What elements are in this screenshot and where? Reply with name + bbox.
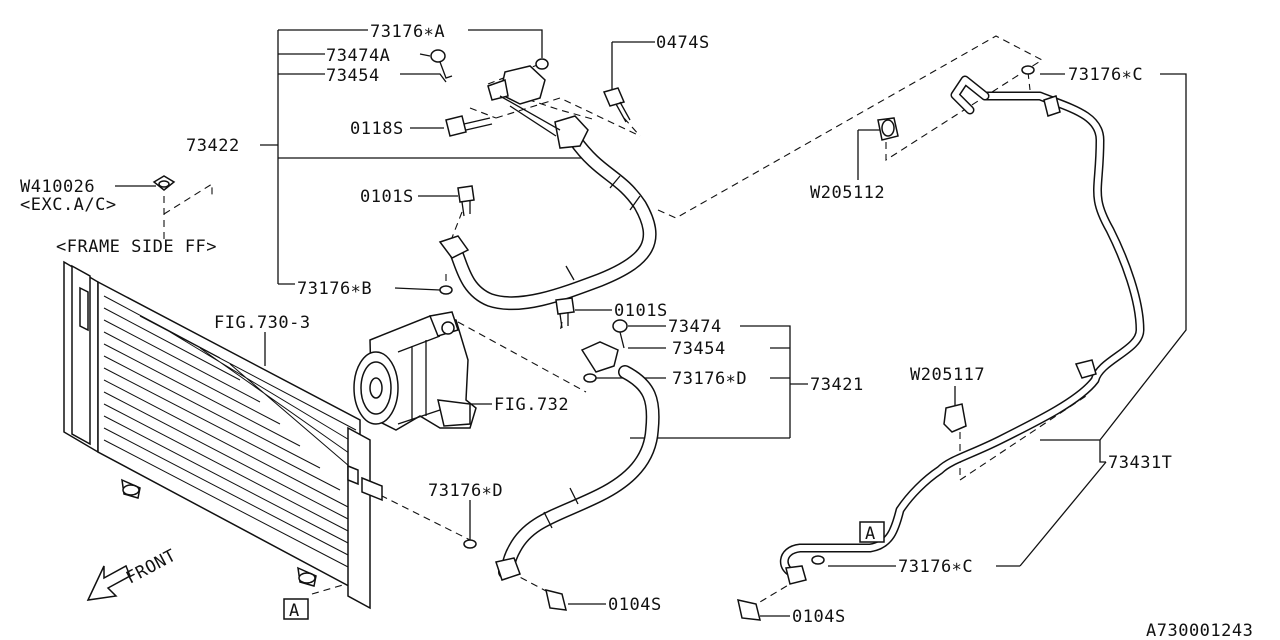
hose-73422 bbox=[448, 133, 657, 311]
label-0474s: 0474S bbox=[656, 33, 710, 53]
pipe-connector-upper bbox=[430, 49, 631, 149]
label-73422: 73422 bbox=[186, 136, 240, 156]
label-fig-730-3: FIG.730-3 bbox=[214, 313, 311, 333]
label-73176-d-lower: 73176∗D bbox=[428, 481, 503, 501]
leader-lines bbox=[115, 29, 1187, 617]
label-73454-lower: 73454 bbox=[672, 339, 726, 359]
compressor bbox=[353, 311, 477, 431]
diagram-id: A730001243 bbox=[1146, 621, 1253, 640]
label-exc-ac: <EXC.A/C> bbox=[20, 195, 117, 215]
label-73421: 73421 bbox=[810, 375, 864, 395]
clip-w410026 bbox=[152, 175, 176, 191]
ref-a-left-text: A bbox=[289, 601, 300, 621]
label-w205117: W205117 bbox=[910, 365, 985, 385]
label-73176-a: 73176∗A bbox=[370, 22, 445, 42]
label-fig-732: FIG.732 bbox=[494, 395, 569, 415]
label-73474: 73474 bbox=[668, 317, 722, 337]
front-arrow-label: FRONT bbox=[123, 546, 180, 589]
label-73176-c-upper: 73176∗C bbox=[1068, 65, 1143, 85]
label-0104s-right: 0104S bbox=[792, 607, 846, 627]
ref-box-a-left: A bbox=[283, 598, 309, 621]
pipe-73431T bbox=[779, 75, 1145, 579]
label-0101s-upper: 0101S bbox=[360, 187, 414, 207]
front-arrow: FRONT bbox=[86, 546, 180, 601]
label-73431t: 73431T bbox=[1108, 453, 1172, 473]
label-73474a: 73474A bbox=[326, 46, 390, 66]
label-w205112: W205112 bbox=[810, 183, 885, 203]
condenser bbox=[63, 260, 383, 610]
label-73454-upper: 73454 bbox=[326, 66, 380, 86]
bolt-0101s-upper bbox=[438, 185, 475, 295]
hose-73421 bbox=[498, 365, 660, 579]
label-0101s-lower: 0101S bbox=[614, 301, 668, 321]
label-frame-side-ff: <FRAME SIDE FF> bbox=[56, 237, 217, 257]
label-73176-d-upper: 73176∗D bbox=[672, 369, 747, 389]
condenser-fins bbox=[103, 295, 357, 569]
right-pipe-accessories bbox=[877, 65, 1097, 433]
label-73176-c-lower: 73176∗C bbox=[898, 557, 973, 577]
lower-fittings bbox=[463, 539, 825, 621]
pipe-connector-lower bbox=[555, 297, 628, 383]
ref-box-a-right: A bbox=[859, 521, 885, 544]
part-labels: 73176∗A 73474A 73454 0474S 0118S 73422 W… bbox=[20, 22, 1253, 640]
ref-a-right-text: A bbox=[865, 524, 876, 544]
label-73176-b: 73176∗B bbox=[297, 279, 372, 299]
label-0104s-left: 0104S bbox=[608, 595, 662, 615]
label-w410026: W410026 bbox=[20, 177, 95, 197]
label-0118s: 0118S bbox=[350, 119, 404, 139]
